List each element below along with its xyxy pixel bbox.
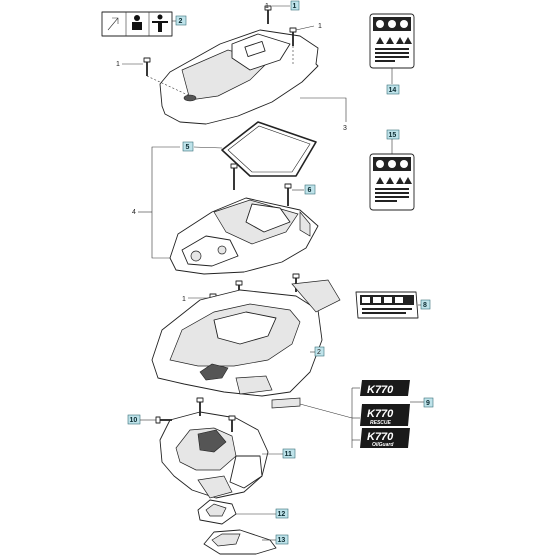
callout-11: 11 <box>285 451 293 458</box>
callout-box <box>314 346 325 357</box>
k770-rescue-decal: K770 RESCUE <box>360 404 410 426</box>
decal-model: K770 <box>367 384 394 396</box>
callout-14: 14 <box>389 87 397 94</box>
screw <box>143 57 151 76</box>
callout-box <box>275 508 289 519</box>
callout-6: 6 <box>308 187 312 194</box>
callout-2: 2 <box>179 18 183 25</box>
callout-1: 1 <box>182 296 186 303</box>
callout-box <box>127 414 141 425</box>
callout-15: 15 <box>389 132 397 139</box>
callout-box <box>182 141 194 152</box>
callout-box <box>290 0 300 11</box>
decal-model: K770 <box>367 431 394 443</box>
decal-sub: OilGuard <box>372 442 394 448</box>
callout-1: 1 <box>116 61 120 68</box>
callout-4: 4 <box>132 209 136 216</box>
callout-8: 8 <box>423 302 427 309</box>
callout-box <box>423 397 434 408</box>
callout-box <box>386 84 400 95</box>
k770-decal: K770 <box>360 380 410 396</box>
k770-oilguard-decal: K770 OilGuard <box>360 428 410 448</box>
callout-box <box>304 184 316 195</box>
cover-plate-12 <box>197 499 237 525</box>
warning-decal-small <box>101 11 173 37</box>
belt-guard <box>159 411 269 499</box>
decal-model: K770 <box>367 408 394 420</box>
callout-1: 1 <box>318 23 322 30</box>
callout-1: 1 <box>265 3 269 10</box>
screw <box>196 397 204 416</box>
person-icon <box>132 15 142 30</box>
callout-box <box>386 129 400 140</box>
warning-decal-15 <box>369 153 415 211</box>
callout-box <box>275 534 289 545</box>
cover-plate-13 <box>203 529 277 555</box>
person-icon <box>152 14 168 32</box>
decal-sub: RESCUE <box>370 420 392 426</box>
callout-box <box>420 299 431 310</box>
filter-housing <box>169 197 319 275</box>
screw <box>228 415 236 432</box>
screw <box>284 183 292 206</box>
warning-decal-14 <box>369 13 415 69</box>
callout-box <box>282 448 296 459</box>
callout-9: 9 <box>426 400 430 407</box>
callout-10: 10 <box>130 417 138 424</box>
callout-13: 13 <box>278 537 286 544</box>
top-cover <box>159 29 319 125</box>
callout-12: 12 <box>278 511 286 518</box>
callout-3: 3 <box>343 125 347 132</box>
lower-housing <box>151 279 341 397</box>
callout-box <box>175 15 187 26</box>
warning-decal-8 <box>355 291 419 319</box>
callout-5: 5 <box>186 144 190 151</box>
callout-2: 2 <box>317 349 321 356</box>
screw <box>230 163 238 190</box>
screw <box>264 5 272 24</box>
gasket <box>221 121 317 177</box>
callout-1-boxed: 1 <box>293 3 297 10</box>
